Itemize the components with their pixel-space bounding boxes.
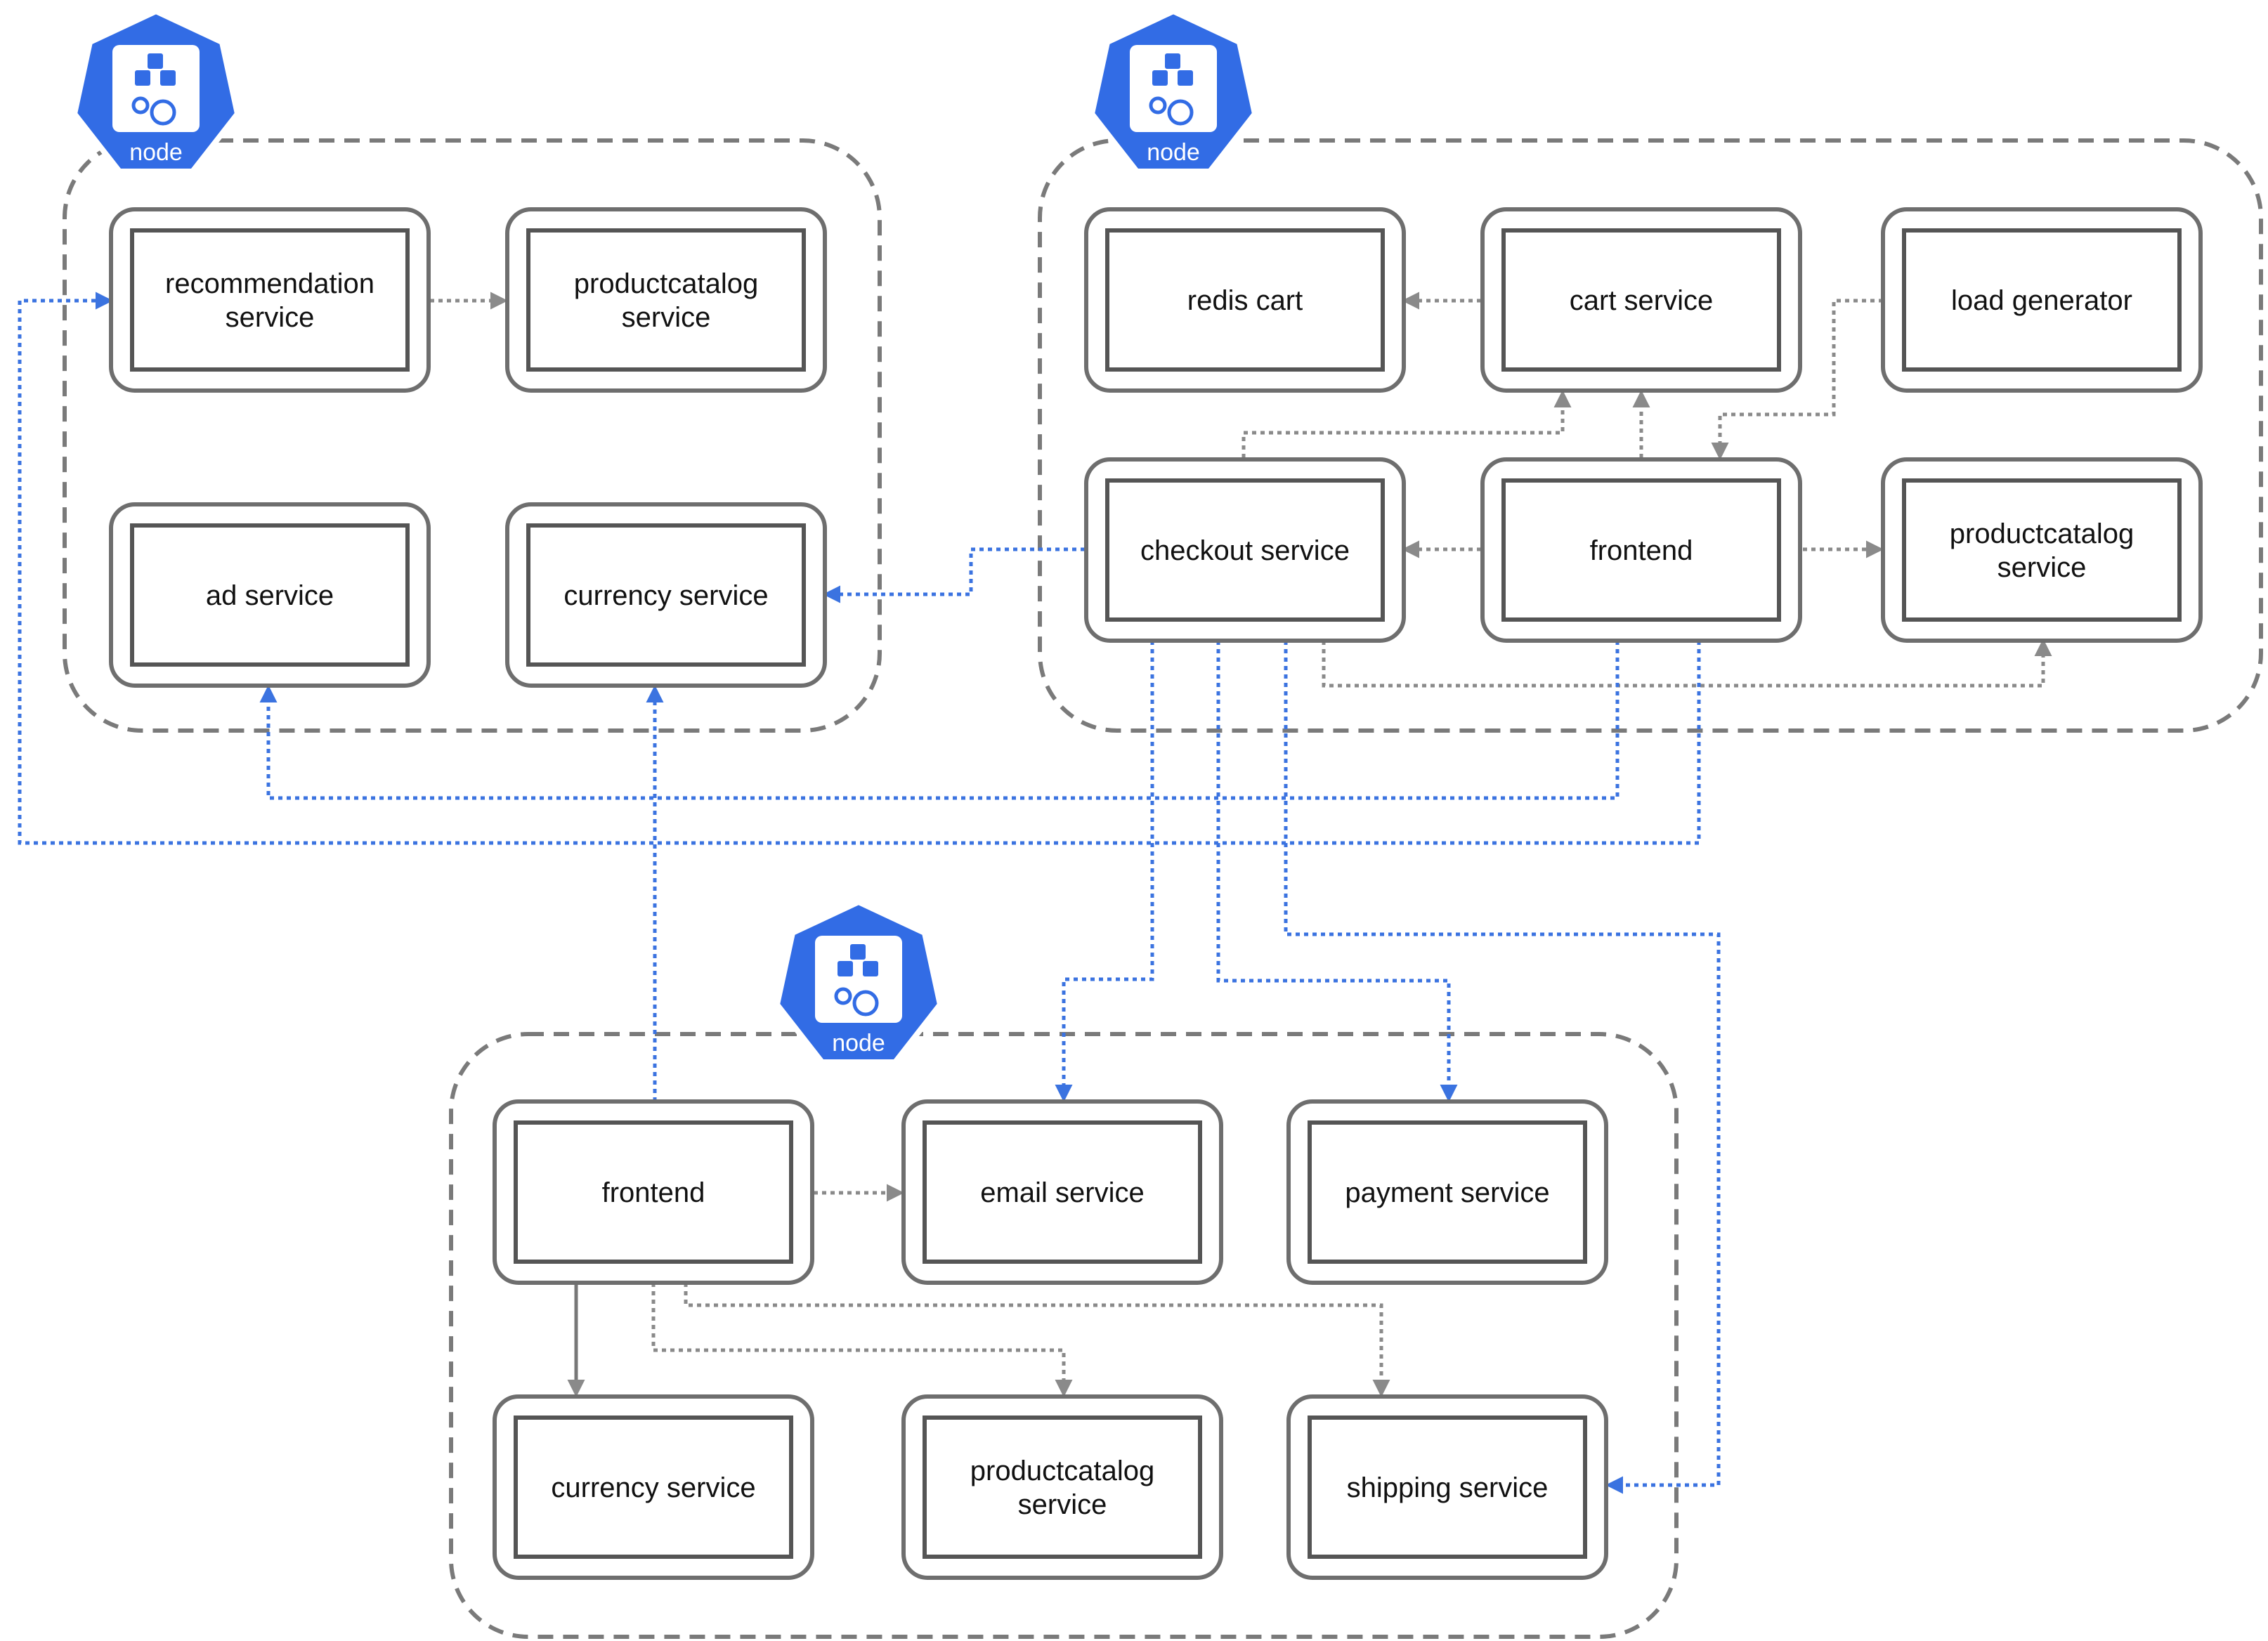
service-label: service — [622, 302, 711, 333]
service-label: productcatalog — [970, 1456, 1154, 1486]
service-label: frontend — [602, 1177, 705, 1208]
link-checkout-to-shipping — [1284, 641, 1721, 1494]
service-label: currency service — [551, 1472, 755, 1503]
service-box-productcatalog-2[interactable]: productcatalog service — [1881, 457, 2203, 643]
link-frontend-to-recommendation — [18, 292, 1701, 845]
service-box-inner — [130, 228, 410, 372]
service-label: frontend — [1590, 535, 1693, 566]
service-label: productcatalog — [574, 268, 758, 299]
node-label: node — [832, 1030, 885, 1057]
service-label: recommendation — [165, 268, 374, 299]
node-badge-2: node — [1088, 8, 1258, 174]
service-box-inner — [1902, 228, 2182, 372]
link-checkout-to-currency — [823, 547, 1085, 603]
service-label: ad service — [206, 580, 334, 611]
node-1-services: recommendation service productcatalog se… — [109, 207, 827, 688]
service-box-inner — [1308, 1120, 1587, 1264]
service-box-inner — [514, 1416, 793, 1559]
service-box-payment[interactable]: payment service — [1286, 1099, 1608, 1285]
service-label: productcatalog — [1950, 518, 2134, 549]
service-label: load generator — [1951, 285, 2132, 316]
link-loadgen-to-frontend — [1711, 299, 1883, 460]
node-3-services: frontend email service payment service c… — [493, 1099, 1608, 1580]
link-frontend3-to-productcatalog — [651, 1283, 1073, 1397]
connectors-blue — [18, 292, 1721, 1494]
service-box-productcatalog[interactable]: productcatalog service — [505, 207, 827, 393]
service-box-inner — [923, 1120, 1202, 1264]
service-box-email[interactable]: email service — [901, 1099, 1223, 1285]
service-box-inner — [130, 523, 410, 667]
cube-icon — [1152, 53, 1193, 86]
service-box-frontend[interactable]: frontend — [1480, 457, 1802, 643]
service-label: service — [226, 302, 315, 333]
link-frontend3-to-shipping — [684, 1283, 1390, 1397]
gear-icon — [1149, 96, 1194, 126]
service-label: email service — [980, 1177, 1144, 1208]
node-2-services: redis cart cart service load generator c… — [1084, 207, 2203, 643]
cube-icon — [838, 944, 878, 976]
service-label: shipping service — [1347, 1472, 1549, 1503]
node-region-2 — [1038, 138, 2263, 733]
node-badge-1: node — [71, 8, 241, 174]
service-box-inner — [1902, 478, 2182, 622]
link-checkout-to-payment — [1216, 641, 1458, 1102]
service-box-frontend-3[interactable]: frontend — [493, 1099, 814, 1285]
service-box-cart[interactable]: cart service — [1480, 207, 1802, 393]
service-box-checkout[interactable]: checkout service — [1084, 457, 1406, 643]
service-label: checkout service — [1140, 535, 1350, 566]
service-box-inner — [526, 228, 806, 372]
node-label: node — [1147, 139, 1200, 166]
service-box-productcatalog-3[interactable]: productcatalog service — [901, 1394, 1223, 1580]
service-box-inner — [1501, 478, 1781, 622]
gear-icon — [131, 96, 176, 126]
link-frontend-to-ad — [259, 641, 1619, 800]
service-box-currency-3[interactable]: currency service — [493, 1394, 814, 1580]
service-box-inner — [1501, 228, 1781, 372]
service-box-inner — [923, 1416, 1202, 1559]
service-box-inner — [526, 523, 806, 667]
service-box-shipping[interactable]: shipping service — [1286, 1394, 1608, 1580]
service-label: currency service — [563, 580, 768, 611]
gear-icon — [834, 987, 879, 1016]
node-label: node — [129, 139, 183, 166]
link-checkout-to-productcatalog — [1322, 639, 2052, 688]
service-box-load-generator[interactable]: load generator — [1881, 207, 2203, 393]
service-label: cart service — [1570, 285, 1714, 316]
service-box-currency[interactable]: currency service — [505, 502, 827, 688]
cube-icon — [135, 53, 176, 86]
service-box-redis-cart[interactable]: redis cart — [1084, 207, 1406, 393]
service-box-inner — [1105, 228, 1385, 372]
link-checkout-to-cart — [1241, 390, 1572, 458]
service-label: service — [1997, 552, 2087, 583]
service-label: redis cart — [1187, 285, 1303, 316]
node-badge-3: node — [774, 898, 944, 1065]
service-label: service — [1018, 1489, 1107, 1520]
connectors-gray — [430, 292, 2052, 1397]
service-box-inner — [1105, 478, 1385, 622]
link-checkout-to-email — [1055, 641, 1154, 1102]
node-region-1 — [63, 138, 882, 733]
service-box-ad[interactable]: ad service — [109, 502, 431, 688]
service-label: payment service — [1345, 1177, 1549, 1208]
service-box-inner — [514, 1120, 793, 1264]
service-box-inner — [1308, 1416, 1587, 1559]
service-box-recommendation[interactable]: recommendation service — [109, 207, 431, 393]
